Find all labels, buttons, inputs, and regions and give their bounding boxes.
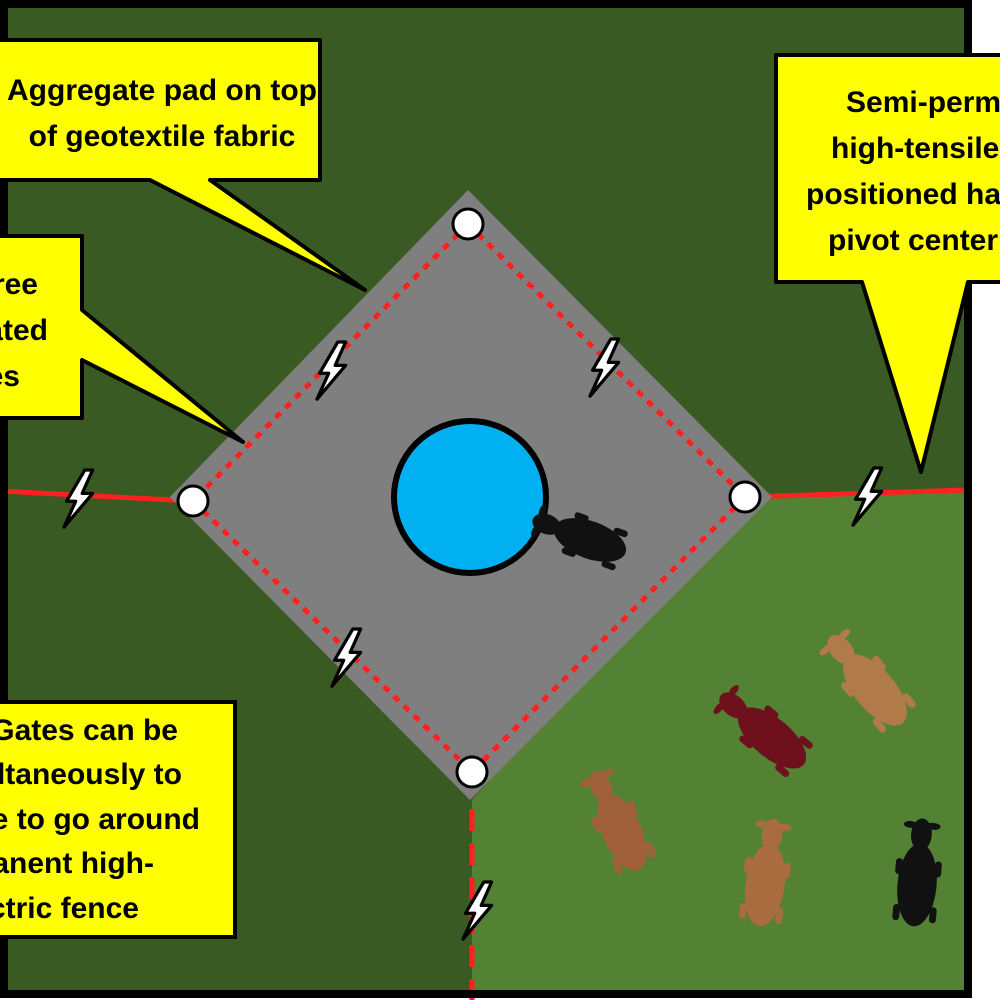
callout-gates-opened — [0, 700, 237, 939]
callout-line: gates — [0, 360, 20, 393]
gate-posts — [176, 207, 762, 789]
gate-post-icon — [455, 755, 489, 789]
callout-line: of geotextile fabric — [29, 120, 296, 153]
callout-line: pivot center point — [828, 224, 1000, 257]
callout-line: Three — [0, 268, 38, 301]
gate-post-icon — [176, 484, 210, 518]
fence-west — [0, 488, 194, 504]
gate-nw — [191, 222, 470, 503]
callout-line: Gates can be — [0, 714, 178, 747]
diagram-frame — [0, 0, 972, 998]
callout-aggregate-pad: Aggregate pad on top of geotextile fabri… — [0, 38, 367, 292]
callout-line: Aggregate pad on top — [7, 74, 317, 107]
gate-post-icon — [451, 207, 485, 241]
gate-post-icon — [728, 480, 762, 514]
fence-east — [744, 487, 967, 500]
gate-sw — [191, 499, 474, 774]
callout-line: high-tensile fence — [831, 132, 1000, 165]
permanent-fence — [0, 487, 967, 1000]
callout-gates: Three polycoated gates — [0, 234, 245, 444]
gate-se — [470, 495, 747, 774]
callout-line: opened simultaneously to — [0, 758, 182, 791]
light-pasture — [472, 492, 968, 994]
callout-line: allow cattle to go around — [0, 803, 200, 836]
callout-line: the permanent high- — [0, 847, 154, 880]
callout-gates-opened-text: Gates can be opened simultaneously to al… — [0, 714, 200, 925]
gates — [191, 222, 747, 774]
callout-line: Semi-permanent — [846, 86, 1000, 119]
callout-line: polycoated — [0, 314, 48, 347]
callout-line: tensile electric fence — [0, 892, 139, 925]
callout-line: positioned half-way — [806, 178, 1000, 211]
callout-high-tensile: Semi-permanent high-tensile fence positi… — [774, 53, 1000, 474]
water-tank-icon — [391, 418, 549, 576]
gate-ne — [466, 222, 747, 499]
